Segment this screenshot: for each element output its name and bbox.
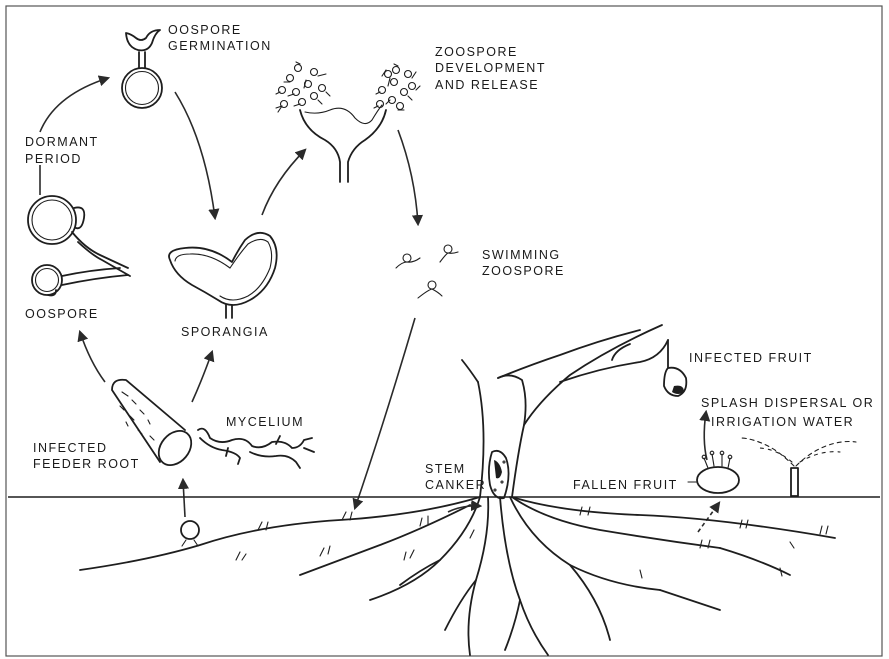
- label-zoospore-development-2: DEVELOPMENT: [435, 61, 546, 75]
- label-dormant-period: DORMANT: [25, 135, 99, 149]
- label-oospore: OOSPORE: [25, 307, 99, 321]
- label-swimming-zoospore: SWIMMING: [482, 248, 561, 262]
- label-zoospore-development: ZOOSPORE: [435, 45, 518, 59]
- label-zoospore-development-3: AND RELEASE: [435, 78, 539, 92]
- label-swimming-zoospore-2: ZOOSPORE: [482, 264, 565, 278]
- label-stem-canker: STEM: [425, 462, 466, 476]
- label-splash-dispersal-2: IRRIGATION WATER: [711, 415, 854, 429]
- label-oospore-germination: OOSPORE: [168, 23, 242, 37]
- label-fallen-fruit: FALLEN FRUIT: [573, 478, 678, 492]
- label-dormant-period-2: PERIOD: [25, 152, 82, 166]
- label-sporangia: SPORANGIA: [181, 325, 269, 339]
- label-splash-dispersal: SPLASH DISPERSAL OR: [701, 396, 874, 410]
- label-mycelium: MYCELIUM: [226, 415, 304, 429]
- label-infected-feeder-root: INFECTED: [33, 441, 108, 455]
- label-infected-feeder-root-2: FEEDER ROOT: [33, 457, 140, 471]
- label-infected-fruit: INFECTED FRUIT: [689, 351, 813, 365]
- label-stem-canker-2: CANKER: [425, 478, 486, 492]
- label-oospore-germination-2: GERMINATION: [168, 39, 272, 53]
